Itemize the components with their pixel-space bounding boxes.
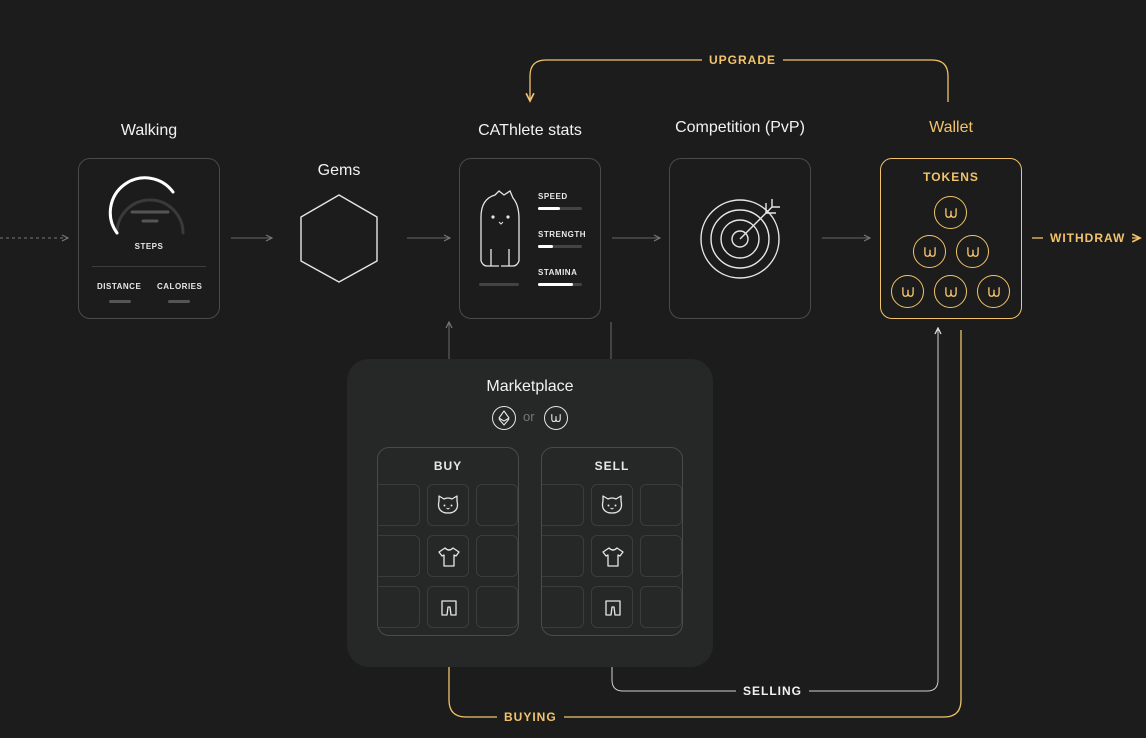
speed-label: SPEED: [538, 192, 568, 201]
token-coin-icon: [934, 196, 967, 229]
character-level-bar: [479, 283, 519, 286]
sell-slot-shorts[interactable]: [591, 586, 633, 628]
buy-slot[interactable]: [476, 484, 518, 526]
strength-label: STRENGTH: [538, 230, 586, 239]
stamina-label: STAMINA: [538, 268, 578, 277]
t-shirt-icon: [602, 547, 624, 567]
ethereum-icon: [492, 406, 516, 430]
buying-label: BUYING: [497, 710, 564, 724]
steps-label: STEPS: [134, 242, 164, 251]
target-arrow-icon: [700, 199, 780, 279]
stamina-bar-fill: [538, 283, 574, 286]
wallet-card: TOKENS: [880, 158, 1022, 319]
cathlete-stats-title: CAThlete stats: [478, 122, 582, 139]
speed-bar-fill: [538, 207, 560, 210]
token-coin-icon: [934, 275, 967, 308]
sell-panel[interactable]: SELL: [541, 447, 683, 636]
buy-label: BUY: [433, 459, 463, 473]
strength-bar-fill: [538, 245, 554, 248]
sell-slot[interactable]: [640, 586, 682, 628]
cat-face-icon: [601, 495, 623, 514]
buying-flow-line: [449, 330, 962, 718]
marketplace-title: Marketplace: [486, 378, 574, 395]
walking-divider: [92, 266, 206, 267]
shorts-icon: [605, 600, 621, 616]
walking-card: STEPS DISTANCE CALORIES: [78, 158, 220, 319]
sell-slot-shirt[interactable]: [591, 535, 633, 577]
steps-gauge-icon: [108, 176, 185, 235]
buy-slot[interactable]: [378, 484, 420, 526]
distance-bar: [109, 300, 131, 303]
gem-hexagon-icon: [300, 194, 378, 283]
stamina-bar-track: [538, 283, 582, 286]
gems-title: Gems: [317, 162, 361, 179]
sell-slot[interactable]: [542, 484, 584, 526]
sell-slot[interactable]: [542, 535, 584, 577]
buy-slot-shorts[interactable]: [427, 586, 469, 628]
buy-slot-shirt[interactable]: [427, 535, 469, 577]
or-label: or: [523, 409, 535, 424]
sell-slot[interactable]: [542, 586, 584, 628]
competition-card: [669, 158, 811, 319]
sell-slot-cat[interactable]: [591, 484, 633, 526]
calories-label: CALORIES: [157, 282, 203, 291]
t-shirt-icon: [438, 547, 460, 567]
token-coin-icon: [891, 275, 924, 308]
speed-bar-track: [538, 207, 582, 210]
token-coin-icon: [913, 235, 946, 268]
cat-face-icon: [437, 495, 459, 514]
tokens-label: TOKENS: [923, 170, 979, 184]
buy-slot[interactable]: [476, 586, 518, 628]
marketplace-panel: Marketplace or BUY: [347, 359, 713, 667]
buy-slot-cat[interactable]: [427, 484, 469, 526]
competition-title: Competition (PvP): [675, 119, 805, 136]
sell-slot[interactable]: [640, 535, 682, 577]
withdraw-label: WITHDRAW: [1043, 231, 1133, 245]
cat-character-icon: [480, 190, 520, 267]
token-coin-icon: [977, 275, 1010, 308]
token-icon: [544, 406, 568, 430]
walking-title: Walking: [120, 122, 178, 139]
selling-label: SELLING: [736, 684, 810, 698]
buy-slot[interactable]: [476, 535, 518, 577]
sell-label: SELL: [594, 459, 630, 473]
buy-slot[interactable]: [378, 535, 420, 577]
wallet-title: Wallet: [929, 119, 973, 136]
distance-label: DISTANCE: [97, 282, 142, 291]
shorts-icon: [441, 600, 457, 616]
strength-bar-track: [538, 245, 582, 248]
buy-panel[interactable]: BUY: [377, 447, 519, 636]
cathlete-stats-card: SPEED STRENGTH STAMINA: [459, 158, 601, 319]
token-coin-icon: [956, 235, 989, 268]
sell-slot[interactable]: [640, 484, 682, 526]
buy-slot[interactable]: [378, 586, 420, 628]
upgrade-label: UPGRADE: [702, 53, 784, 67]
calories-bar: [168, 300, 190, 303]
